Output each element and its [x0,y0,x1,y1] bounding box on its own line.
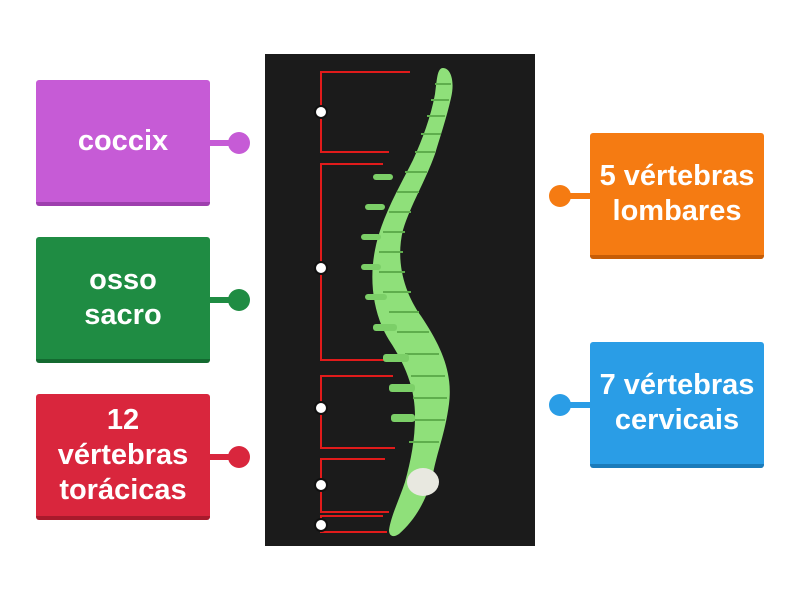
drop-target-sacrum[interactable] [314,478,328,492]
drop-target-thoracic[interactable] [314,261,328,275]
answer-card-coccix[interactable]: coccix [36,80,210,206]
card-connector [210,454,240,460]
answer-card-toracicas[interactable]: 12 vértebras torácicas [36,394,210,520]
card-connector [210,140,240,146]
card-label: coccix [77,124,169,157]
card-label: 7 vértebras cervicais [599,369,755,436]
drop-target-coccyx[interactable] [314,518,328,532]
drop-target-cervical[interactable] [314,105,328,119]
card-connector [560,193,590,199]
sacrum-bone [407,468,439,496]
answer-card-osso-sacro[interactable]: osso sacro [36,237,210,363]
answer-card-cervicais[interactable]: 7 vértebras cervicais [590,342,764,468]
answer-card-lombares[interactable]: 5 vértebras lombares [590,133,764,259]
drag-handle[interactable] [228,132,250,154]
vertebral-column-shape [372,68,453,537]
card-label: 5 vértebras lombares [599,160,755,227]
card-connector [560,402,590,408]
card-label: 12 vértebras torácicas [57,403,189,506]
drop-target-lumbar[interactable] [314,401,328,415]
spine-illustration [320,68,453,537]
drag-handle[interactable] [228,446,250,468]
drag-handle[interactable] [549,185,571,207]
vertebra-ridges [379,83,451,443]
card-connector [210,297,240,303]
drag-handle[interactable] [228,289,250,311]
spinous-processes [361,174,415,422]
card-label: osso sacro [84,264,162,331]
spine-diagram-board [265,54,535,546]
drag-handle[interactable] [549,394,571,416]
